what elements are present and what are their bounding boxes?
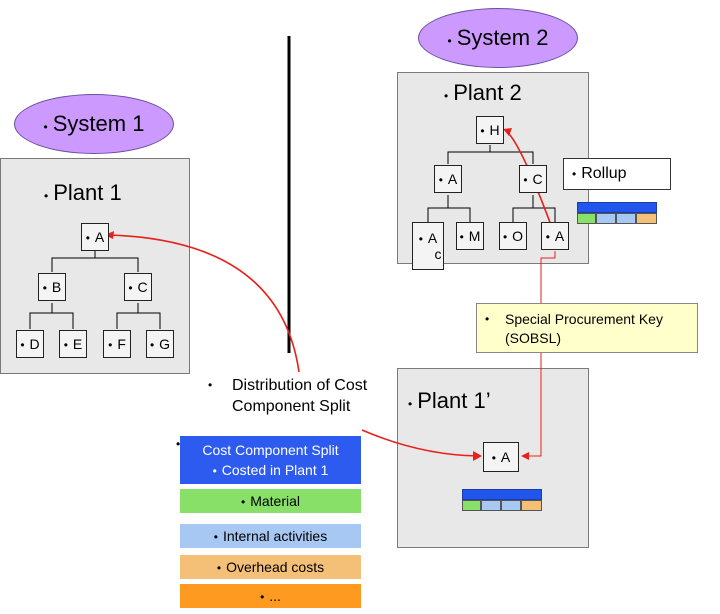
- plant-1-prime-title: Plant 1’: [408, 388, 490, 414]
- arrowhead: [105, 231, 114, 239]
- special-procurement-callout: • Special Procurement Key (SOBSL): [476, 303, 698, 353]
- system-2-label: System 2: [448, 25, 549, 51]
- plant-1-title: Plant 1: [44, 180, 122, 206]
- distribution-callout: • Distribution of Cost Component Split: [208, 375, 378, 417]
- tree-line: [427, 195, 471, 222]
- plant-1-node-b[interactable]: B: [38, 273, 66, 301]
- arrowhead: [521, 452, 529, 460]
- sobsl-line: [524, 251, 556, 457]
- plant-1-node-f[interactable]: F: [103, 330, 131, 358]
- cost-split-header-bullet: •: [176, 437, 181, 451]
- plant-1-node-a[interactable]: A: [81, 223, 109, 251]
- distribution-arrow-curve: [107, 234, 300, 373]
- distribution-arrow-to-plant1prime: [361, 429, 479, 457]
- arrowhead: [473, 451, 482, 461]
- plant-2-node-o[interactable]: O: [499, 222, 527, 250]
- rollup-callout: Rollup: [563, 158, 671, 190]
- plant-1-node-c[interactable]: C: [124, 273, 152, 301]
- cost-split-overhead-costs: Overhead costs: [180, 555, 361, 579]
- system-1-ellipse: System 1: [14, 94, 174, 154]
- plant-2-title: Plant 2: [444, 80, 522, 106]
- plant-2-node-a2[interactable]: A: [541, 222, 569, 250]
- cost-split-header-line1: Cost Component Split: [202, 441, 339, 458]
- plant-2-node-m[interactable]: M: [456, 222, 484, 250]
- special-procurement-text: Special Procurement Key (SOBSL): [505, 311, 663, 346]
- cost-split-header-line2: Costed in Plant 1: [213, 460, 329, 481]
- plant-2-node-h[interactable]: H: [476, 116, 504, 144]
- plant-2-node-a[interactable]: A: [434, 165, 462, 193]
- tree-line: [29, 303, 74, 329]
- tree-line: [447, 145, 534, 164]
- plant-1-prime-node-a[interactable]: A: [483, 442, 519, 472]
- tree-line: [512, 195, 556, 222]
- plant-2-node-ac[interactable]: A c: [412, 222, 444, 270]
- cost-split-header: Cost Component Split Costed in Plant 1: [180, 436, 361, 484]
- system-2-ellipse: System 2: [418, 8, 578, 68]
- cost-split-material: Material: [180, 489, 361, 513]
- plant-1-prime-cost-split-bar: [462, 489, 542, 512]
- plant-1-node-d[interactable]: D: [16, 330, 44, 358]
- system-1-label: System 1: [44, 111, 145, 137]
- plant-1-node-g[interactable]: G: [146, 330, 174, 358]
- plant-1-node-e[interactable]: E: [59, 330, 87, 358]
- distribution-text: Distribution of Cost Component Split: [232, 377, 368, 415]
- plant-2-cost-split-bar: [577, 202, 657, 225]
- tree-line: [116, 303, 161, 329]
- plant-2-node-c[interactable]: C: [519, 165, 547, 193]
- arrowhead: [503, 128, 512, 136]
- cost-split-internal-activities: Internal activities: [180, 524, 361, 548]
- tree-line: [51, 251, 139, 272]
- cost-split-more: ...: [180, 584, 361, 608]
